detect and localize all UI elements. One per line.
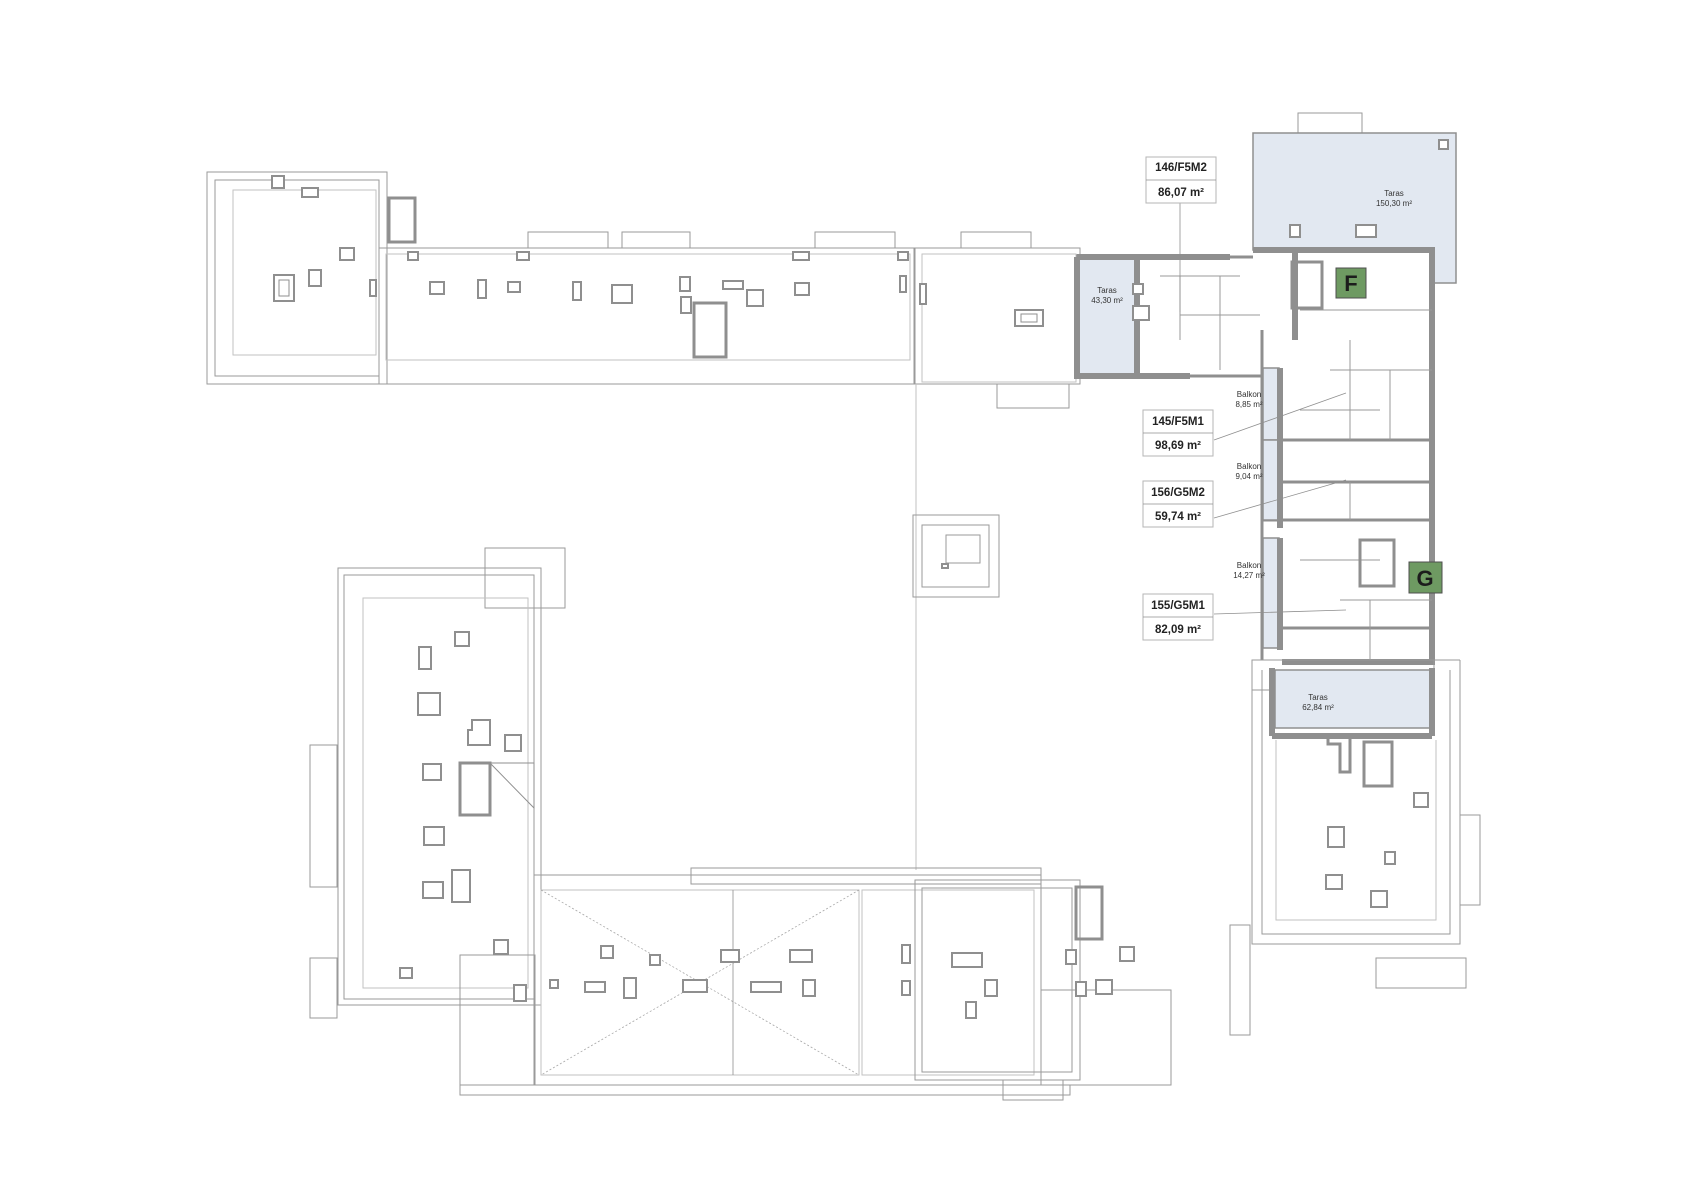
staircase-g[interactable]: G <box>1408 561 1443 594</box>
outdoor-name: Balkon <box>1237 390 1261 399</box>
outdoor-name: Taras <box>1097 286 1117 295</box>
outdoor-label-balkon-1427: Balkon 14,27 m² <box>1233 561 1265 580</box>
staircase-letter: F <box>1344 271 1357 296</box>
staircase-letter: G <box>1416 566 1433 591</box>
outdoor-area: 43,30 m² <box>1091 296 1123 305</box>
outdoor-label-taras-150: Taras 150,30 m² <box>1376 189 1412 208</box>
balcony-3 <box>1262 537 1280 649</box>
outdoor-area: 8,85 m² <box>1235 400 1262 409</box>
outdoor-area: 14,27 m² <box>1233 571 1265 580</box>
outdoor-label-taras-62: Taras 62,84 m² <box>1302 693 1334 712</box>
unit-label-145[interactable]: 145/F5M1 98,69 m² <box>1142 409 1214 457</box>
unit-code: 146/F5M2 <box>1155 162 1207 174</box>
unit-area: 98,69 m² <box>1155 440 1201 452</box>
outdoor-label-balkon-904: Balkon 9,04 m² <box>1235 462 1262 481</box>
bottom-left-wing <box>309 547 1172 1101</box>
staircase-f[interactable]: F <box>1335 267 1367 299</box>
courtyard <box>912 384 1000 870</box>
balcony-2 <box>1262 439 1280 521</box>
unit-label-146[interactable]: 146/F5M2 86,07 m² <box>1145 156 1217 204</box>
outdoor-label-taras-43: Taras 43,30 m² <box>1091 286 1123 305</box>
balcony-1 <box>1262 367 1280 441</box>
terrace-43 <box>1076 254 1138 377</box>
unit-area: 82,09 m² <box>1155 624 1201 636</box>
leader-lines <box>1179 200 1347 615</box>
terrace-62 <box>1274 669 1433 729</box>
unit-code: 156/G5M2 <box>1151 487 1205 499</box>
unit-code: 155/G5M1 <box>1151 600 1205 612</box>
outdoor-name: Balkon <box>1237 462 1261 471</box>
outdoor-area: 62,84 m² <box>1302 703 1334 712</box>
outdoor-name: Taras <box>1308 693 1328 702</box>
unit-label-156[interactable]: 156/G5M2 59,74 m² <box>1142 480 1214 528</box>
outdoor-name: Balkon <box>1237 561 1261 570</box>
top-left-wing <box>206 171 1081 409</box>
outdoor-label-balkon-885: Balkon 8,85 m² <box>1235 390 1262 409</box>
terrace-150 <box>1252 132 1457 284</box>
outdoor-area: 9,04 m² <box>1235 472 1262 481</box>
unit-area: 86,07 m² <box>1158 187 1204 199</box>
unit-label-155[interactable]: 155/G5M1 82,09 m² <box>1142 593 1214 641</box>
unit-area: 59,74 m² <box>1155 511 1201 523</box>
unit-code: 145/F5M1 <box>1152 416 1204 428</box>
right-wing <box>1074 112 1481 1036</box>
outdoor-area: 150,30 m² <box>1376 199 1412 208</box>
outdoor-name: Taras <box>1384 189 1404 198</box>
